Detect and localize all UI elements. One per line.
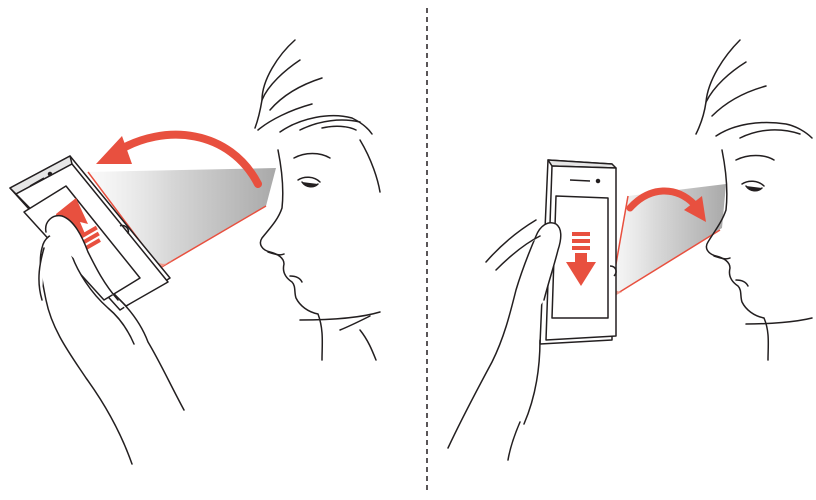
right-panel [448, 40, 812, 460]
face-icon [255, 40, 380, 360]
left-panel [10, 40, 380, 464]
